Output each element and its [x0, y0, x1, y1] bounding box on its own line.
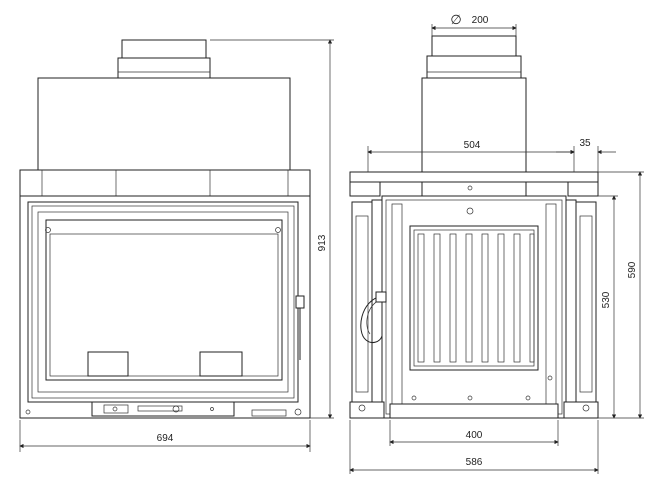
front-body: [19, 195, 311, 419]
front-door-glass: [45, 219, 283, 381]
front-control-bar: [91, 401, 235, 417]
side-body: [381, 195, 567, 419]
flue-diameter-label: 200: [472, 15, 489, 26]
front-door-handle: [295, 295, 305, 309]
front-height-label: 913: [317, 234, 328, 251]
side-height-outer-dimension: 590: [598, 171, 644, 419]
side-door-handle: [360, 295, 383, 344]
front-flue-collar: [121, 39, 207, 59]
front-hood: [37, 77, 291, 171]
front-view: [19, 39, 311, 419]
side-height-inner-dimension: 530: [598, 195, 618, 419]
side-convection-panel: [409, 225, 539, 371]
flue-diameter-symbol: ∅: [450, 12, 461, 27]
side-height-inner-label: 530: [601, 291, 612, 308]
top-overhang-dimension: 35: [556, 138, 616, 172]
side-right-wing: [575, 201, 597, 403]
front-log-retainer-left: [87, 351, 129, 377]
front-height-dimension: 913: [210, 39, 334, 419]
front-log-retainer-right: [199, 351, 243, 377]
side-view: [349, 35, 599, 419]
side-flue-base: [426, 55, 522, 79]
flue-diameter-dimension: ∅ 200: [431, 12, 517, 36]
side-base: [389, 403, 559, 419]
side-width-dimension: 586: [349, 420, 599, 474]
side-width-label: 586: [466, 457, 483, 468]
front-top-band: [19, 169, 311, 197]
side-convection-slots: [417, 233, 535, 363]
top-overhang-label: 35: [579, 138, 591, 149]
front-width-label: 694: [157, 433, 174, 444]
side-top-plate: [349, 171, 599, 183]
top-width-label: 504: [464, 140, 481, 151]
side-height-outer-label: 590: [627, 261, 638, 278]
side-left-wing: [351, 201, 373, 403]
base-width-dimension: 400: [389, 420, 559, 446]
base-width-label: 400: [466, 430, 483, 441]
front-width-dimension: 694: [19, 420, 311, 452]
front-flue-base: [117, 57, 211, 79]
side-flue-collar: [431, 35, 517, 57]
top-width-dimension: 504: [367, 140, 575, 172]
